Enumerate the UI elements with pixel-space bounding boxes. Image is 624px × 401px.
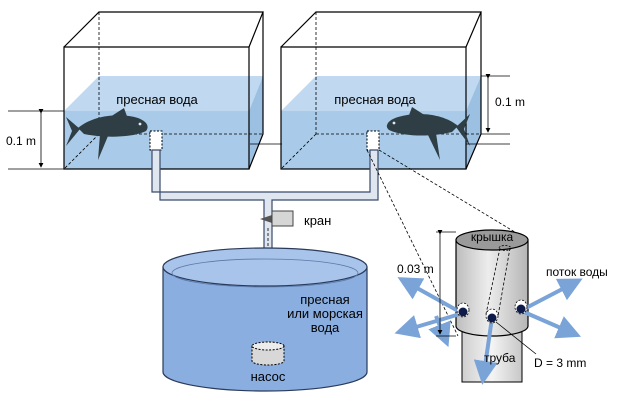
detail-height-label: 0.03 m	[397, 262, 434, 276]
right-tank: пресная вода	[280, 11, 482, 170]
left-depth-dimension: 0.1 m	[6, 109, 64, 170]
detail-projection-lines	[366, 149, 529, 337]
left-tank-water-side	[249, 76, 263, 169]
lid-label: крышка	[471, 230, 514, 244]
left-depth-label: 0.1 m	[6, 134, 36, 148]
right-fish	[386, 107, 470, 160]
pipe-network	[151, 149, 379, 346]
reservoir-label-line3: вода	[311, 320, 340, 335]
reservoir-label-line1: пресная	[300, 292, 349, 307]
left-tank-water-top	[64, 76, 263, 111]
detail-cylinder	[455, 239, 529, 337]
pump-label: насос	[251, 369, 286, 384]
left-tank: пресная вода	[63, 11, 264, 170]
reservoir: пресная или морская вода	[162, 247, 368, 392]
left-tank-label: пресная вода	[116, 92, 198, 107]
left-fish	[66, 108, 148, 160]
right-depth-dimension: 0.1 m	[250, 74, 525, 145]
valve-label: кран	[304, 213, 331, 228]
detail-holes	[456, 299, 528, 324]
pump: насос	[251, 341, 286, 384]
right-tank-label: пресная вода	[334, 92, 416, 107]
right-outlet	[366, 130, 380, 151]
reservoir-label-line2: или морская	[287, 306, 363, 321]
flow-label: поток воды	[546, 265, 608, 279]
right-depth-label: 0.1 m	[495, 95, 525, 109]
right-tank-water-top	[281, 76, 481, 111]
hole-diameter-label: D = 3 mm	[534, 356, 586, 370]
left-outlet	[149, 130, 163, 151]
detail-view: 0.03 m D = 3 mm крышка поток воды труба	[394, 229, 608, 385]
pipe-label: труба	[484, 351, 516, 365]
detail-lid	[455, 229, 529, 251]
valve: кран	[260, 210, 331, 228]
detail-height-dimension: 0.03 m	[397, 230, 456, 337]
right-tank-water-side	[466, 76, 481, 169]
reservoir-top	[162, 247, 368, 287]
